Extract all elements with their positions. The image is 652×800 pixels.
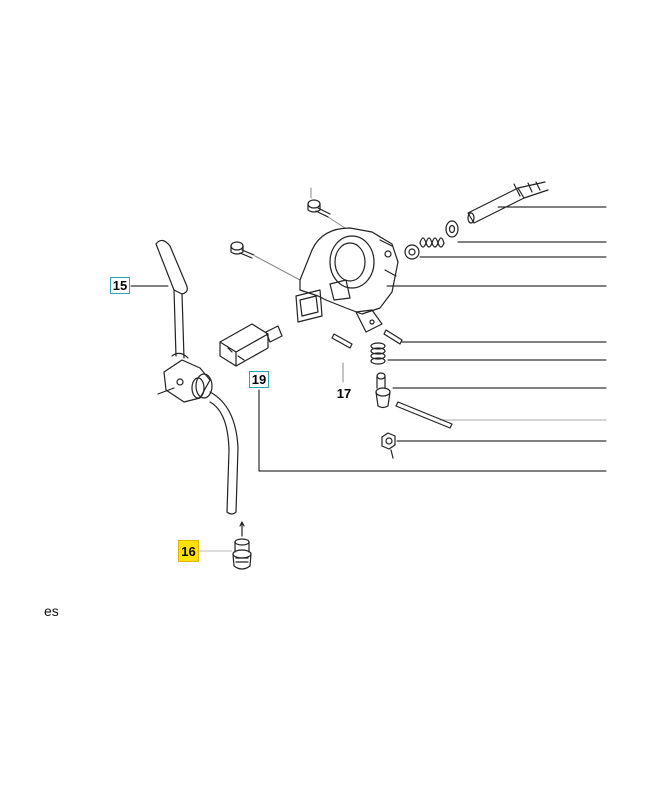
- callout-19[interactable]: 19: [249, 371, 269, 388]
- shaft-part: [467, 181, 549, 224]
- filter-part-16: [232, 538, 252, 570]
- screw-part-left: [230, 241, 255, 259]
- screw-part-top: [307, 199, 331, 218]
- spring-part-middle: [370, 342, 386, 365]
- small-washer-part: [404, 244, 420, 260]
- leader-lines: [130, 187, 607, 552]
- pin-part-17: [331, 333, 353, 349]
- lever-part-15: [155, 239, 189, 359]
- callout-15[interactable]: 15: [110, 277, 130, 294]
- nut-part: [381, 432, 396, 459]
- washer-part: [445, 220, 459, 238]
- valve-plunger-part: [375, 372, 391, 409]
- spring-part-top: [419, 237, 445, 248]
- long-pin-part: [395, 401, 453, 429]
- truncated-footer-text: es: [44, 603, 59, 619]
- connector-part-19: [219, 323, 283, 367]
- elbow-fitting-part: [157, 359, 213, 403]
- hose-part: [209, 391, 239, 515]
- callout-17[interactable]: 17: [336, 385, 352, 401]
- pump-housing: [295, 227, 399, 333]
- pin-part-right: [383, 329, 403, 345]
- filter-pin-part: [239, 521, 245, 537]
- callout-16-highlighted[interactable]: 16: [178, 540, 199, 562]
